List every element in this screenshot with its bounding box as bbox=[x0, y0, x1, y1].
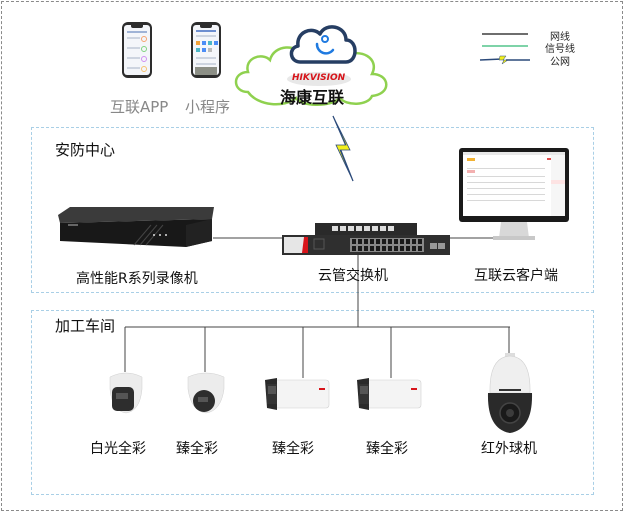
nvr-icon bbox=[58, 207, 214, 247]
legend-label-public-network: 公网 bbox=[550, 57, 570, 68]
cloud-service-name: 海康互联 bbox=[280, 88, 345, 107]
zone-title-workshop: 加工车间 bbox=[55, 317, 116, 335]
legend-label-signal: 信号线 bbox=[545, 44, 575, 55]
legend-line-public-network bbox=[479, 55, 530, 65]
camera-label-1: 白光全彩 bbox=[90, 441, 146, 457]
public-network-bolt-icon bbox=[332, 115, 354, 182]
legend-label-network-cable: 网线 bbox=[550, 32, 570, 43]
camera-label-2: 臻全彩 bbox=[176, 441, 218, 457]
switch-icon bbox=[282, 223, 450, 255]
app-label: 互联APP bbox=[110, 98, 169, 116]
bullet-camera-icon-2 bbox=[357, 378, 422, 410]
miniprogram-label: 小程序 bbox=[185, 98, 231, 116]
zone-workshop bbox=[31, 310, 594, 495]
bullet-camera-icon bbox=[265, 378, 330, 410]
client-label: 互联云客户端 bbox=[474, 268, 558, 284]
dome-camera-icon bbox=[109, 372, 143, 414]
hikvision-brand: HIKVISION bbox=[292, 73, 346, 83]
camera-label-5: 红外球机 bbox=[481, 441, 537, 457]
ptz-camera-icon bbox=[487, 353, 533, 433]
zone-title-security-center: 安防中心 bbox=[55, 141, 116, 159]
monitor-icon bbox=[459, 148, 569, 240]
zone-security-center bbox=[31, 127, 594, 293]
dome-camera-icon-2 bbox=[187, 372, 225, 414]
hikvision-logo-bg bbox=[287, 72, 351, 86]
camera-label-4: 臻全彩 bbox=[366, 441, 408, 457]
switch-label: 云管交换机 bbox=[318, 268, 388, 284]
cloud-icon bbox=[289, 25, 357, 64]
phone-miniprogram-icon bbox=[191, 22, 221, 78]
camera-label-3: 臻全彩 bbox=[272, 441, 314, 457]
phone-app-icon bbox=[122, 22, 152, 78]
nvr-label: 高性能R系列录像机 bbox=[76, 271, 198, 287]
